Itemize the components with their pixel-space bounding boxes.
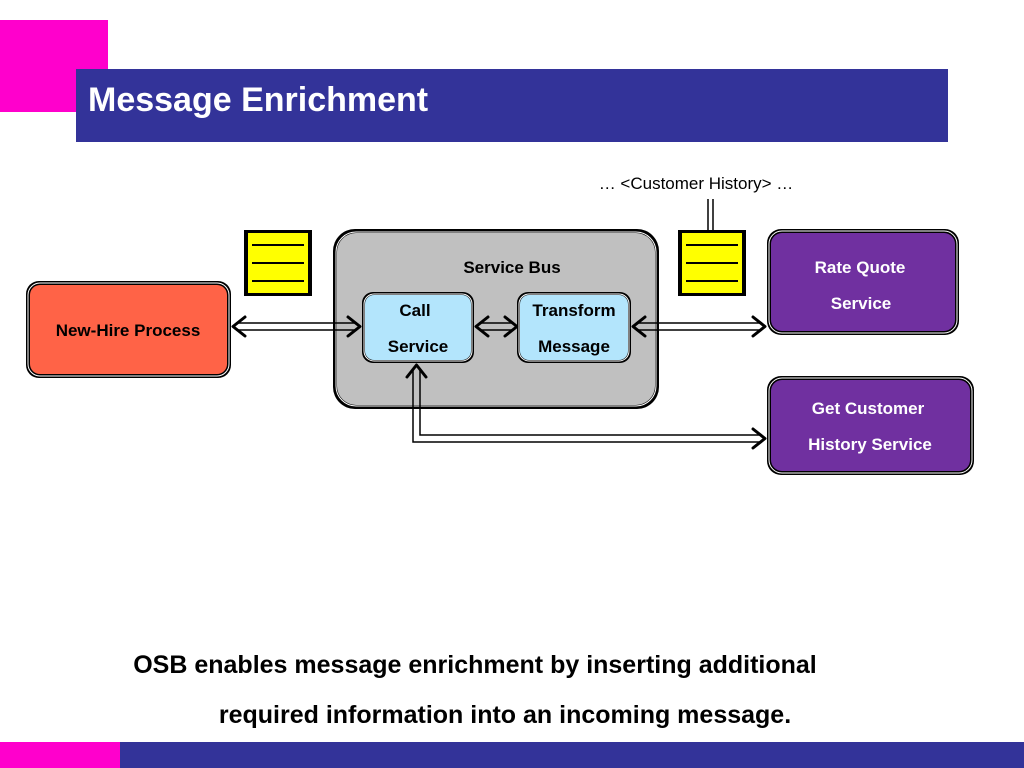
caption-line-1: OSB enables message enrichment by insert…	[133, 651, 817, 679]
footer-accent-magenta	[0, 742, 120, 768]
arrow-new-hire-to-call-service	[231, 315, 362, 338]
title-bar	[76, 69, 948, 142]
transform-message-box: Transform Message	[517, 292, 631, 363]
arrow-transform-to-rate-quote	[631, 315, 767, 338]
service-bus-label: Service Bus	[463, 258, 560, 277]
arrow-call-service-to-transform	[474, 315, 519, 338]
rate-quote-label-line1: Rate Quote	[815, 258, 906, 277]
customer-history-label-line1: Get Customer	[812, 399, 925, 418]
slide-title: Message Enrichment	[88, 81, 429, 119]
rate-quote-service-box: Rate Quote Service	[767, 229, 959, 335]
arrow-call-service-to-customer-history	[405, 363, 767, 450]
message-document-icon	[244, 230, 312, 296]
call-service-label-line2: Service	[388, 337, 449, 356]
new-hire-process-box: New-Hire Process	[26, 281, 231, 378]
customer-history-label-line2: History Service	[808, 435, 932, 454]
new-hire-process-label: New-Hire Process	[56, 321, 201, 340]
transform-message-label-line1: Transform	[532, 301, 615, 320]
footer-bar	[120, 742, 1024, 768]
caption-line-2: required information into an incoming me…	[218, 701, 792, 729]
call-service-box: Call Service	[362, 292, 474, 363]
call-service-label-line1: Call	[399, 301, 430, 320]
get-customer-history-service-box: Get Customer History Service	[767, 376, 974, 475]
slide-caption: OSB enables message enrichment by insert…	[60, 640, 890, 740]
rate-quote-label-line2: Service	[831, 294, 892, 313]
enriched-message-document-icon	[678, 230, 746, 296]
transform-message-label-line2: Message	[538, 337, 610, 356]
customer-history-annotation: … <Customer History> …	[599, 174, 794, 193]
